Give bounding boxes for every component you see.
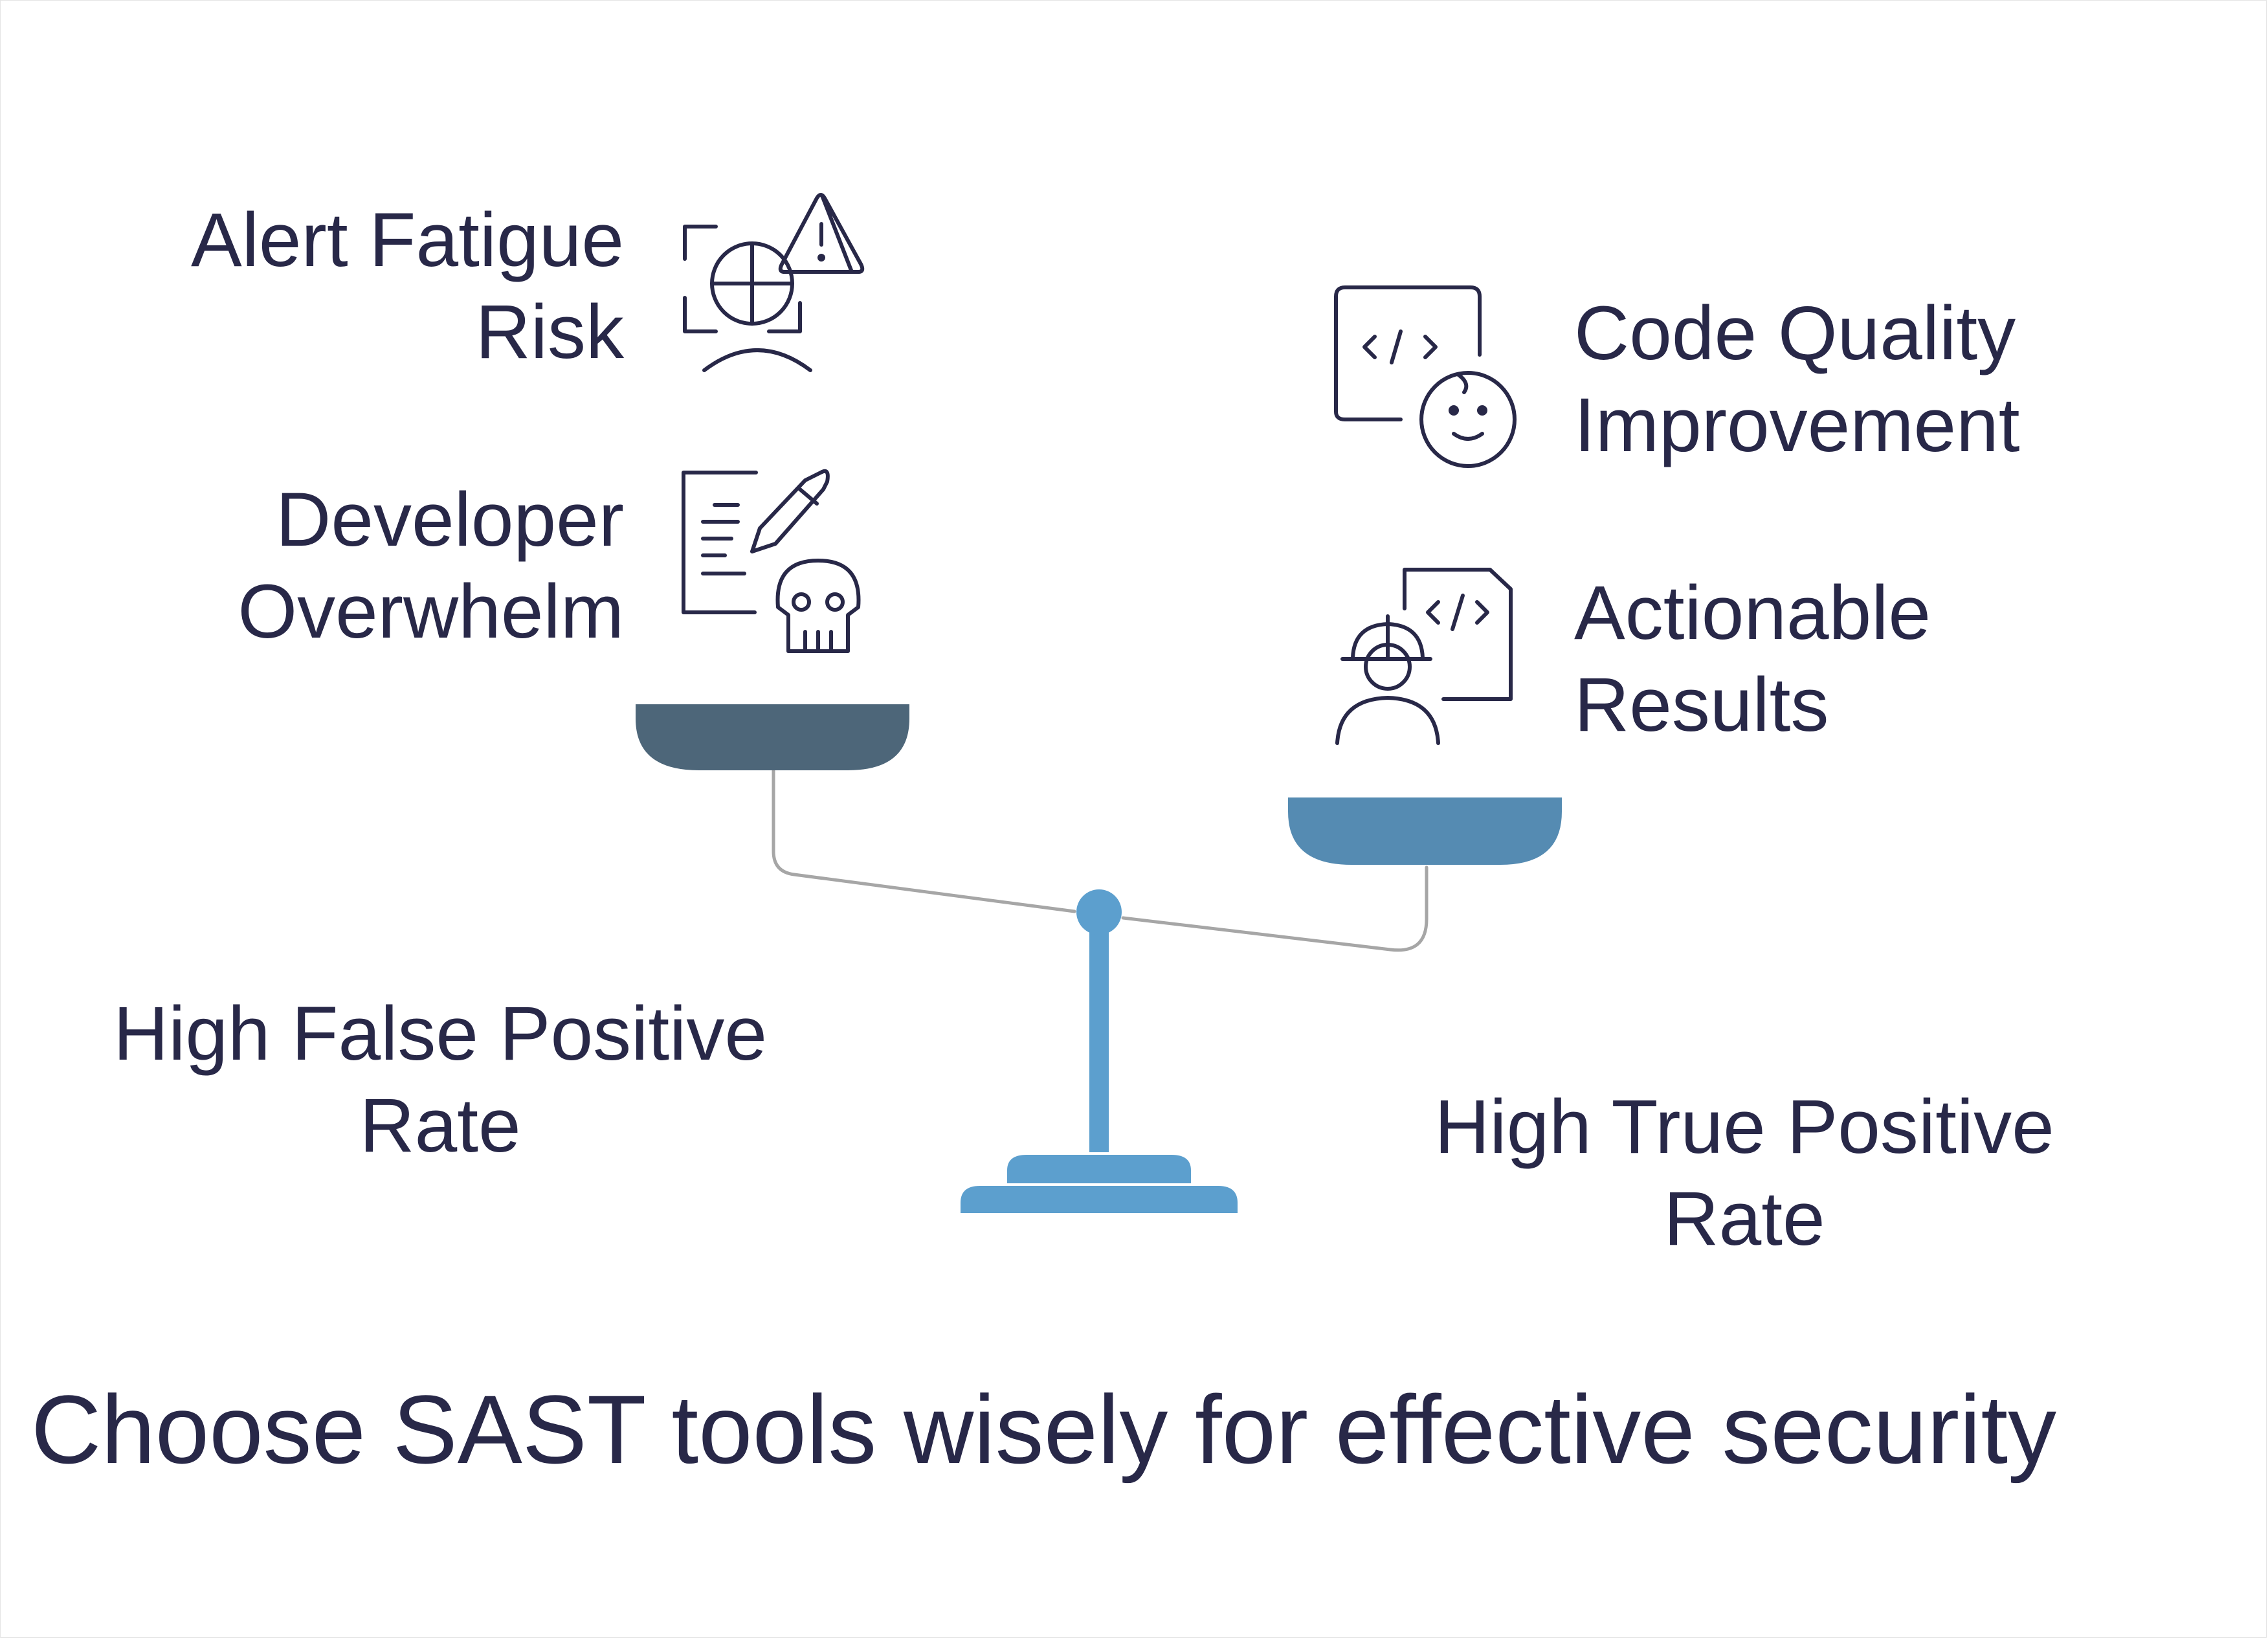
label-high-false-positive-rate: High False Positive Rate [84, 988, 796, 1172]
label-line: Actionable [1574, 570, 1931, 656]
scale-pivot [1076, 889, 1122, 935]
label-line: Developer [276, 477, 624, 563]
label-code-quality-improvement: Code Quality Improvement [1574, 287, 2020, 471]
right-scale-pan [1288, 797, 1562, 865]
label-actionable-results: Actionable Results [1574, 567, 1931, 751]
label-line: Rate [359, 1083, 521, 1168]
label-line: High False Positive [113, 991, 767, 1076]
label-line: Risk [475, 289, 624, 375]
developer-overwhelm-icon [682, 469, 861, 653]
label-developer-overwhelm: Developer Overwhelm [238, 474, 624, 658]
label-line: Improvement [1574, 383, 2020, 468]
label-line: Code Quality [1574, 291, 2016, 376]
scale-beam [772, 768, 1429, 952]
label-line: Results [1574, 662, 1829, 748]
label-line: Alert Fatigue [191, 197, 624, 283]
scale-pillar [1089, 932, 1109, 1152]
scale-base [958, 1152, 1240, 1216]
label-line: Rate [1663, 1176, 1825, 1262]
label-line: High True Positive [1434, 1084, 2054, 1170]
diagram-title: Choose SAST tools wisely for effective s… [31, 1375, 2057, 1484]
label-line: Overwhelm [238, 569, 624, 654]
label-alert-fatigue-risk: Alert Fatigue Risk [191, 194, 624, 378]
label-high-true-positive-rate: High True Positive Rate [1405, 1081, 2084, 1265]
code-quality-icon [1334, 285, 1517, 468]
left-scale-pan [636, 704, 909, 770]
actionable-results-icon [1335, 568, 1513, 745]
alert-fatigue-icon [683, 193, 865, 372]
